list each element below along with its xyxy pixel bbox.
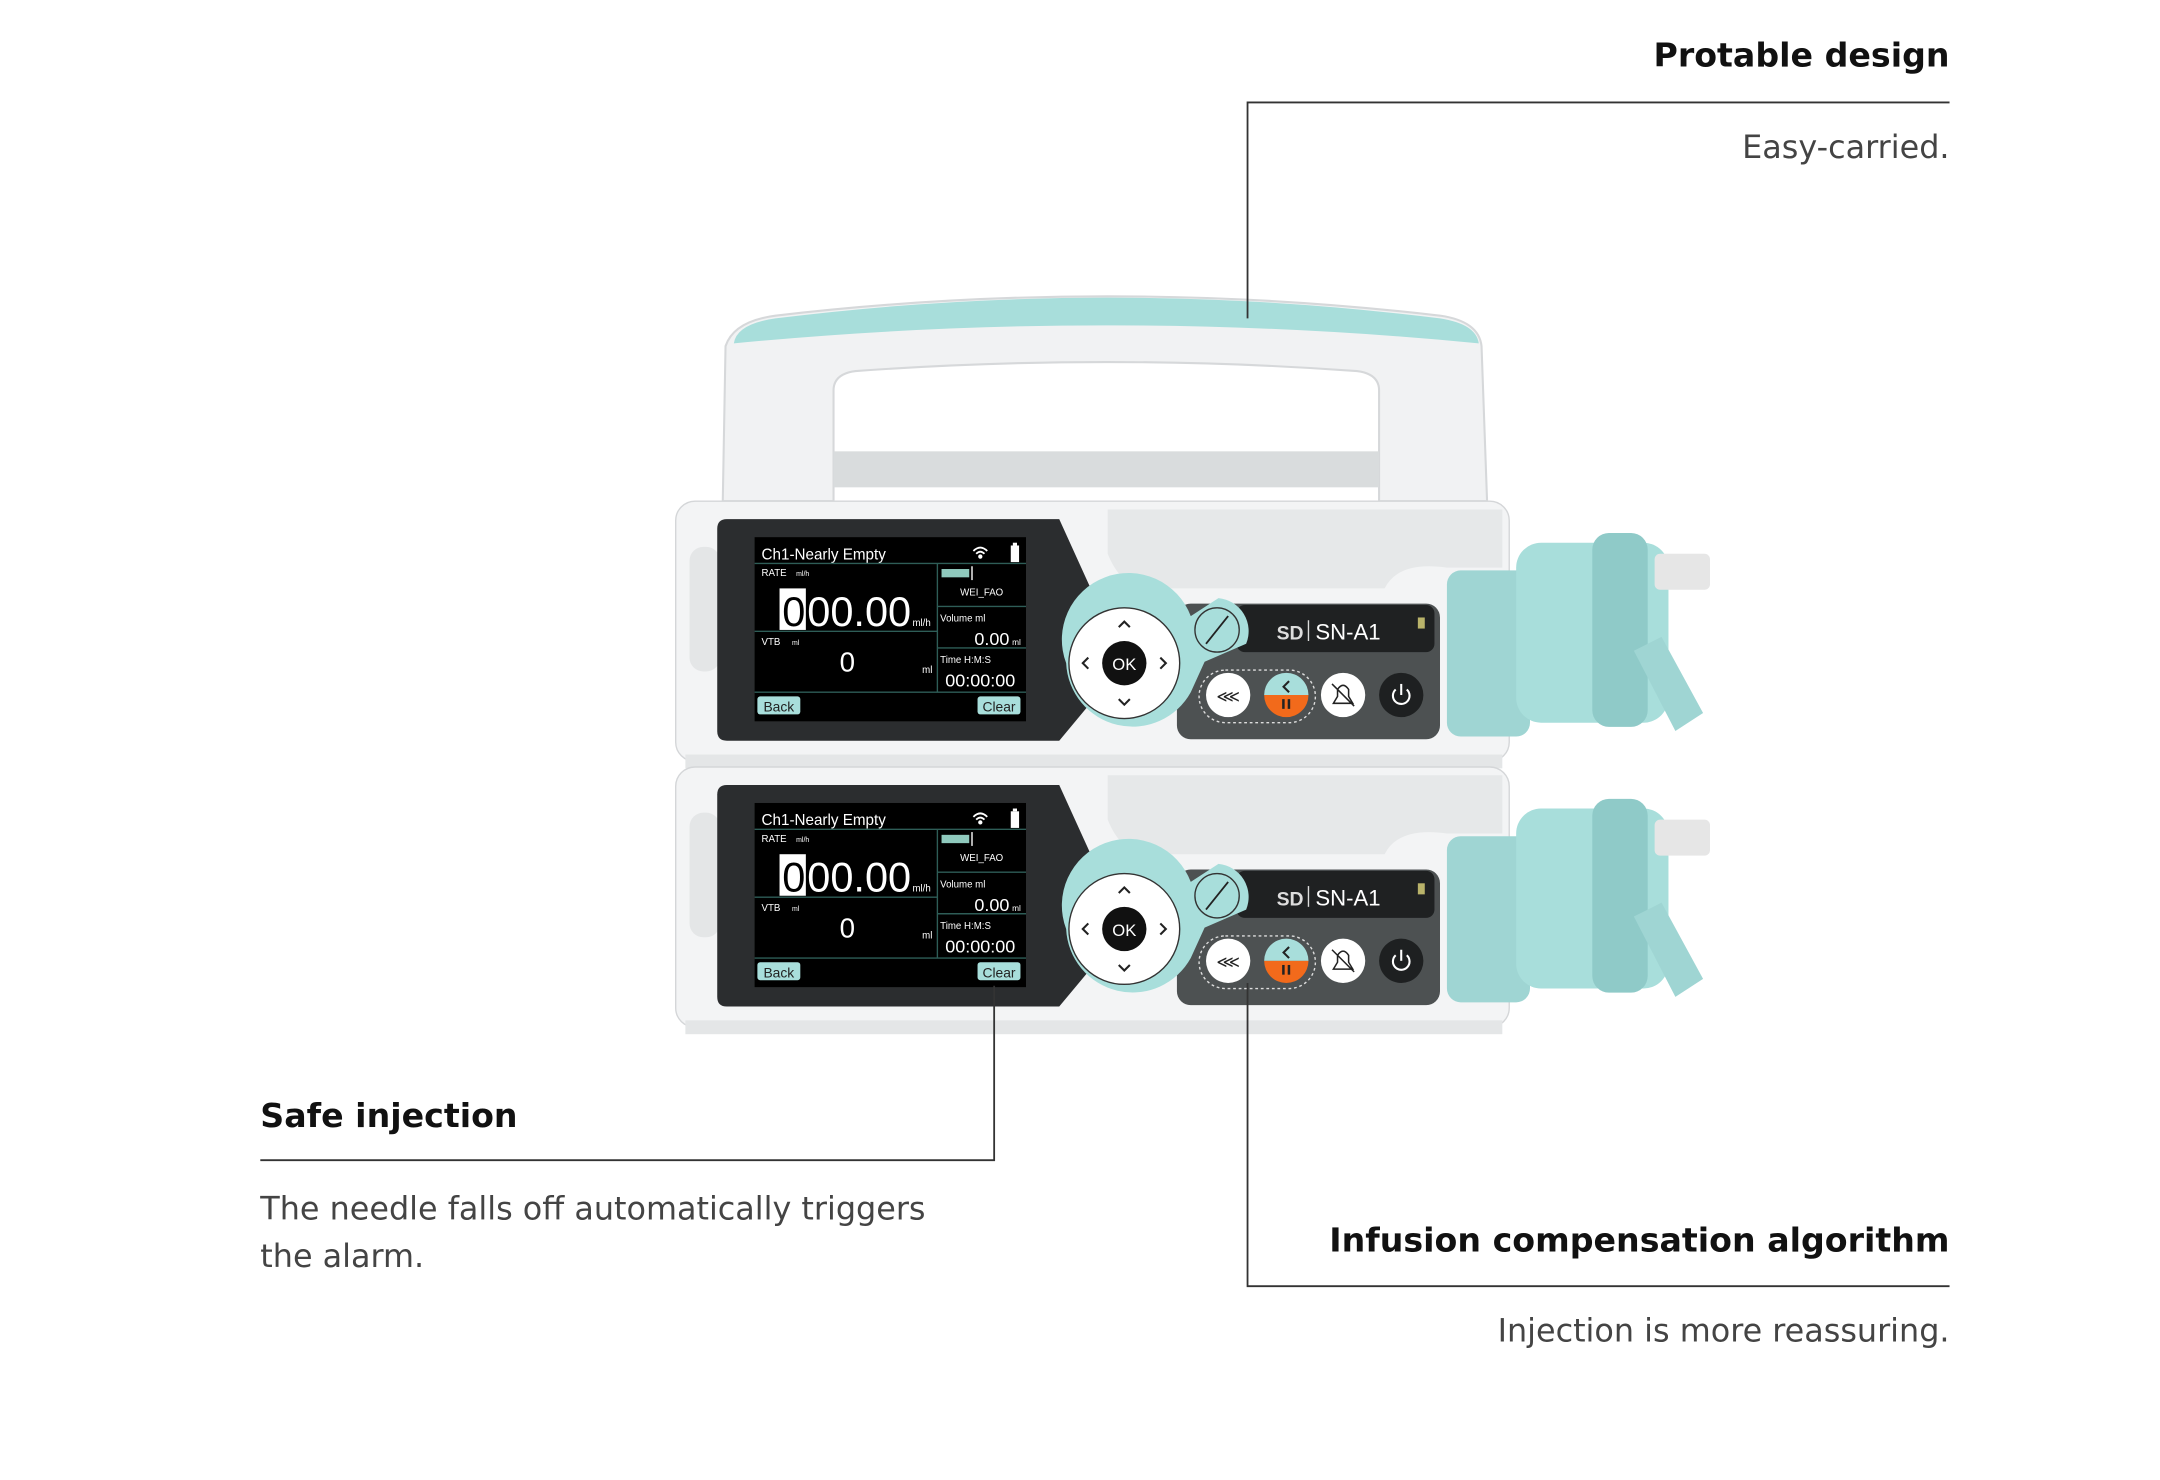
status-text: Ch1-Nearly Empty xyxy=(762,812,887,829)
rate-cursor-digit[interactable]: 0 xyxy=(782,588,805,635)
vtb-unit-side: ml xyxy=(922,931,932,942)
alarm-mute-icon xyxy=(1331,949,1355,973)
start-pause-button[interactable] xyxy=(1264,672,1309,718)
rewind-icon: ⋘ xyxy=(1216,687,1240,706)
clear-softkey[interactable]: Clear xyxy=(982,964,1015,980)
callout-infusion-title: Infusion compensation algorithm xyxy=(1329,1221,1949,1260)
vtb-unit: ml xyxy=(792,906,800,913)
pump-unit-1: Ch1-Nearly Empty RATE ml/h 0 00.00 ml/h … xyxy=(675,500,1710,769)
callout-infusion-text: Injection is more reassuring. xyxy=(1498,1312,1950,1350)
time-label: Time H:M:S xyxy=(940,655,991,666)
volume-value: 0.00 xyxy=(974,895,1009,915)
back-softkey[interactable]: Back xyxy=(763,964,794,980)
volume-label: Volume ml xyxy=(940,879,985,890)
pause-icon xyxy=(1282,964,1291,975)
vtb-unit-side: ml xyxy=(922,665,932,676)
time-value: 00:00:00 xyxy=(945,937,1015,957)
rewind-icon: ⋘ xyxy=(1216,953,1240,972)
rewind-button[interactable] xyxy=(1206,938,1251,983)
volume-unit: ml xyxy=(1012,637,1021,647)
dpad-arrows[interactable] xyxy=(1081,885,1168,972)
wifi-icon xyxy=(972,812,988,825)
rate-unit-side: ml/h xyxy=(912,884,930,895)
start-icon xyxy=(1282,946,1290,959)
brand-logo: SD xyxy=(1277,888,1304,910)
syringe-icon xyxy=(941,832,973,846)
ok-button[interactable] xyxy=(1102,641,1147,686)
wifi-icon xyxy=(972,546,988,559)
vtb-value: 0 xyxy=(840,646,855,677)
drug-name: WEI_FAO xyxy=(960,587,1004,598)
rate-unit-side: ml/h xyxy=(912,618,930,629)
ok-label: OK xyxy=(1112,655,1136,674)
pause-icon xyxy=(1282,699,1291,709)
clear-softkey[interactable]: Clear xyxy=(982,699,1015,715)
power-icon xyxy=(1391,949,1411,971)
ok-button[interactable] xyxy=(1102,906,1147,952)
battery-icon xyxy=(1010,542,1020,563)
alarm-mute-icon xyxy=(1331,683,1355,707)
vtb-label: VTB xyxy=(762,903,781,914)
vtb-label: VTB xyxy=(762,637,781,648)
ok-label: OK xyxy=(1112,921,1136,940)
power-button[interactable] xyxy=(1379,672,1424,718)
syringe-driver xyxy=(1446,533,1710,737)
battery-icon xyxy=(1010,808,1020,828)
rate-cursor-digit[interactable]: 0 xyxy=(782,854,805,901)
rate-unit: ml/h xyxy=(796,837,809,844)
rate-unit: ml/h xyxy=(796,571,809,578)
callout-portable-title: Protable design xyxy=(1654,35,1950,74)
callout-safe-title: Safe injection xyxy=(260,1096,517,1135)
syringe-driver xyxy=(1446,798,1710,1003)
battery-indicator xyxy=(1417,883,1425,895)
pump-unit-2: Ch1-Nearly Empty RATE ml/h 0 00.00 ml/h … xyxy=(675,766,1710,1035)
back-softkey[interactable]: Back xyxy=(763,699,794,715)
status-text: Ch1-Nearly Empty xyxy=(762,546,887,563)
volume-unit: ml xyxy=(1012,903,1021,913)
vtb-unit: ml xyxy=(792,640,800,647)
time-label: Time H:M:S xyxy=(940,921,991,932)
rate-value: 00.00 xyxy=(807,588,911,635)
bolus-icon xyxy=(1205,881,1229,911)
callout-portable-text: Easy-carried. xyxy=(1742,128,1949,166)
rate-label: RATE xyxy=(762,568,788,579)
start-icon xyxy=(1282,680,1290,693)
rate-label: RATE xyxy=(762,834,788,845)
dpad-arrows[interactable] xyxy=(1081,620,1168,707)
time-value: 00:00:00 xyxy=(945,671,1015,691)
drug-name: WEI_FAO xyxy=(960,853,1004,864)
brand-logo: SD xyxy=(1277,623,1304,645)
volume-value: 0.00 xyxy=(974,629,1009,649)
model-name: SN-A1 xyxy=(1315,620,1380,645)
volume-label: Volume ml xyxy=(940,614,985,625)
callout-safe-text-line1: The needle falls off automatically trigg… xyxy=(259,1190,925,1228)
power-icon xyxy=(1391,683,1411,705)
callout-lines xyxy=(260,101,1950,1288)
callout-safe-text-line2: the alarm. xyxy=(260,1237,424,1275)
bolus-icon xyxy=(1205,615,1229,645)
rate-value: 00.00 xyxy=(807,854,911,901)
battery-indicator xyxy=(1417,617,1425,629)
carry-handle xyxy=(721,295,1489,503)
syringe-icon xyxy=(941,566,973,581)
start-pause-button[interactable] xyxy=(1264,938,1309,983)
model-name: SN-A1 xyxy=(1315,885,1380,910)
vtb-value: 0 xyxy=(840,912,855,943)
rewind-button[interactable] xyxy=(1206,672,1251,718)
